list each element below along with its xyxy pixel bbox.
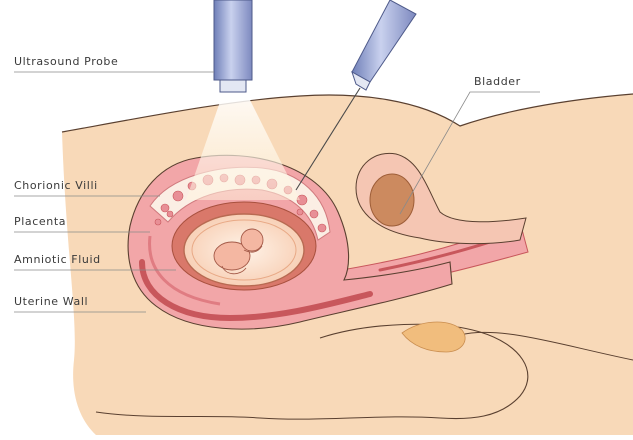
label-uterine-wall: Uterine Wall (14, 295, 88, 308)
label-chorionic-villi: Chorionic Villi (14, 179, 98, 192)
label-amniotic-fluid: Amniotic Fluid (14, 253, 101, 266)
bladder-cavity (370, 174, 414, 226)
label-ultrasound-probe: Ultrasound Probe (14, 55, 118, 68)
label-placenta: Placenta (14, 215, 66, 228)
label-bladder: Bladder (474, 75, 521, 88)
ultrasound-probe-icon (214, 0, 252, 92)
